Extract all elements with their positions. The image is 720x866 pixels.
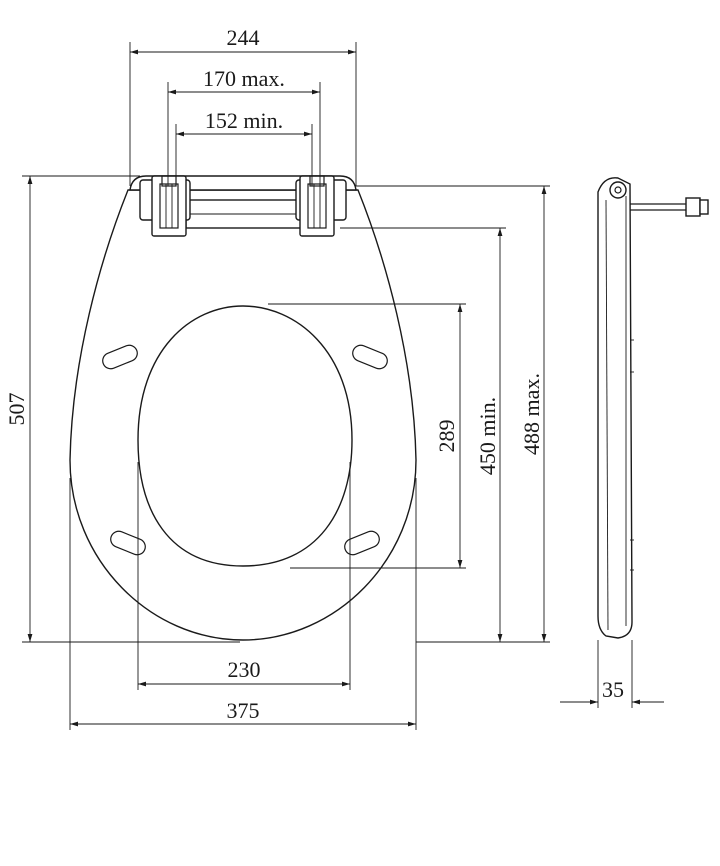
dim-label-488-max: 488 max.: [519, 373, 544, 455]
bumper-slot-bottom-left: [110, 530, 146, 556]
dim-label-152-min: 152 min.: [205, 108, 283, 133]
dim-label-35: 35: [602, 677, 624, 702]
bumper-slot-bottom-right: [344, 530, 380, 556]
dim-total-length: 507: [4, 175, 240, 643]
seat-opening: [137, 305, 353, 567]
dim-top-overall: 244: [129, 25, 357, 186]
dim-label-507: 507: [4, 393, 29, 426]
dim-opening-width: 230: [137, 462, 351, 690]
side-profile: [597, 177, 633, 639]
dim-length-max: 488 max.: [356, 185, 550, 642]
dim-opening-length: 289: [268, 303, 466, 569]
dim-hinge-max: 170 max.: [167, 66, 321, 186]
dim-label-170-max: 170 max.: [203, 66, 285, 91]
dim-hinge-min: 152 min.: [175, 108, 313, 186]
dim-thickness: 35: [560, 640, 664, 708]
seat-top-view: [69, 175, 417, 641]
bumper-slot-top-left: [102, 344, 138, 370]
dim-label-230: 230: [228, 657, 261, 682]
hinge-assembly: [129, 175, 357, 237]
seat-side-view: [597, 177, 709, 639]
dim-label-450-min: 450 min.: [475, 397, 500, 475]
dim-length-min: 450 min.: [340, 227, 550, 643]
bumper-slot-top-right: [352, 344, 388, 370]
dim-overall-width: 375: [69, 478, 417, 730]
dim-label-244: 244: [227, 25, 260, 50]
hinge-bolt: [630, 197, 709, 217]
dim-label-375: 375: [227, 698, 260, 723]
dim-label-289: 289: [434, 420, 459, 453]
